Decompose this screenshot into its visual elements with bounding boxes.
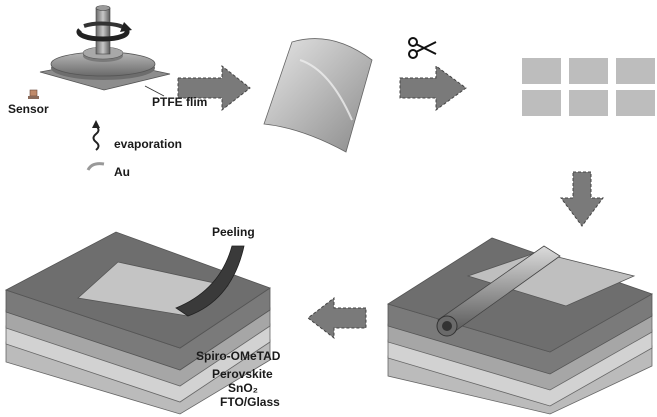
film-piece — [569, 90, 608, 116]
ptfe-film-label: PTFE flim — [152, 95, 208, 109]
arrow-step-1 — [177, 64, 251, 112]
sno2-label: SnO₂ — [228, 381, 258, 395]
film-piece — [569, 58, 608, 84]
arrow-step-4 — [307, 296, 367, 340]
fto-glass-label: FTO/Glass — [220, 395, 280, 409]
evaporation-icon — [92, 120, 100, 151]
evaporation-apparatus — [39, 5, 171, 91]
arrow-step-3 — [560, 171, 604, 227]
film-piece — [522, 90, 561, 116]
coated-ptfe-film — [263, 38, 373, 153]
peeling-label: Peeling — [212, 225, 255, 239]
peeling-film-edge — [175, 245, 245, 317]
scissors-icon — [408, 37, 437, 59]
rotation-rod — [95, 7, 111, 55]
film-piece — [522, 58, 561, 84]
evaporation-label: evaporation — [114, 137, 183, 151]
rotation-arrow-icon — [76, 28, 130, 42]
film-piece — [616, 58, 655, 84]
ptfe-pointer — [144, 85, 165, 97]
laminating-roller — [436, 245, 561, 337]
peeling-stack — [4, 231, 271, 415]
sensor-label: Sensor — [8, 102, 49, 116]
au-source-icon — [86, 162, 105, 171]
cut-film-pieces — [522, 58, 655, 116]
film-piece — [616, 90, 655, 116]
spiro-ometad-label: Spiro-OMeTAD — [196, 349, 281, 363]
perovskite-label: Perovskite — [212, 367, 273, 381]
sensor-icon — [28, 89, 39, 99]
lamination-stack — [387, 237, 653, 415]
au-label: Au — [114, 165, 130, 179]
arrow-step-2 — [399, 65, 467, 111]
